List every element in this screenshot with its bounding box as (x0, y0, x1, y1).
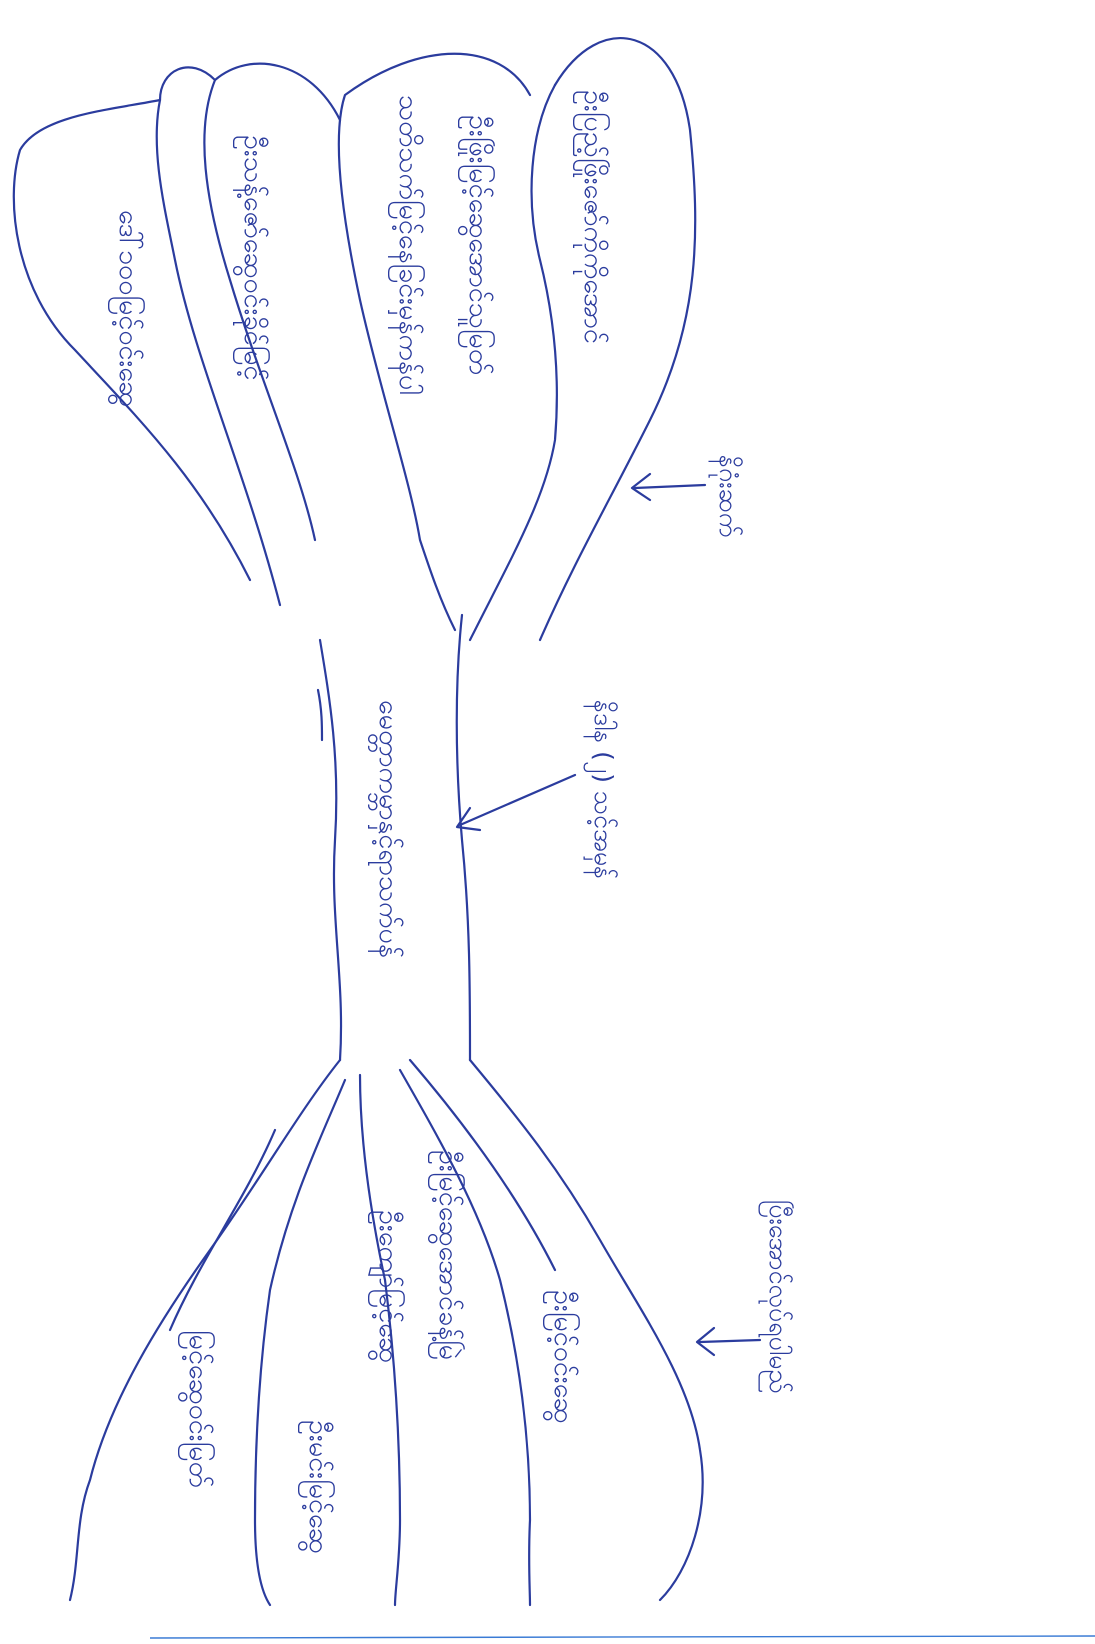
top-branch-outline-inner (468, 83, 558, 642)
top-branch-outline-3 (203, 62, 342, 542)
bottom-branch-divider-b (408, 1058, 557, 1272)
top-branches (12, 37, 697, 642)
top-branch-outline-4 (337, 52, 532, 632)
middle-side-label: နိဒါန (၂) သင့်အမှန် (583, 700, 618, 879)
top-branch-label-4: ဦးသန့်ဇော်ဆွေဝင်းခိုင်မြင့် (233, 135, 271, 381)
labels: ဦးပြည့်ဖြိုးဇော်ကိုကိုအောင် ဦးဖြိုးမြင့်… (108, 90, 794, 1554)
top-branch-outline-1 (12, 98, 252, 582)
top-branch-label-2: ဦးဖြိုးမြင့်ဆွေအောင်သူမြတ် (458, 115, 496, 375)
bottom-branches (68, 1058, 704, 1607)
top-arrow-shaft (633, 483, 707, 490)
scan-edge-line (149, 1635, 1095, 1639)
middle-arrow-shaft (458, 773, 577, 827)
bottom-branch-outline-5 (468, 1058, 704, 1602)
bottom-arrow-shaft (698, 1338, 762, 1344)
bottom-branch-label-4: ဦးကျော်မြင့်ဆွေ (368, 1210, 406, 1363)
bottom-branch-label-1: ဦးမြင့်ဝင်းဆွေ (543, 1290, 581, 1423)
bottom-branch-label-3: ဦးမင်းမြင့်ဆွေ (298, 1420, 336, 1554)
top-branch-label-1: ဦးပြည့်ဖြိုးဇော်ကိုကိုအောင် (573, 90, 611, 344)
top-branch-outline-2 (155, 66, 282, 607)
arrows (455, 472, 762, 1357)
bottom-branch-label-5: မြင့်ဆွေဝင်းမြတ် (178, 1330, 216, 1488)
trunk-label: မေတ္တာကမ္ဘာနှင့်ရာသက်ပန် (368, 700, 404, 958)
bottom-branch-outline-2 (253, 1078, 347, 1607)
trunk (316, 613, 472, 1062)
bottom-arrow-head (695, 1326, 716, 1357)
top-arrow-head (630, 472, 652, 502)
bottom-branch-outline-4 (398, 1068, 532, 1607)
bottom-branch-divider-a (168, 1128, 277, 1332)
bottom-side-label: ပြီးအောင်လုပ်ရပါမည် (759, 1200, 794, 1394)
bottom-branch-outline-1 (68, 1058, 342, 1602)
top-branch-label-3: သတိသက်မြင့်နေခြင်းမှန်ကန်ပါ (388, 95, 426, 395)
top-branch-label-5: ဒေါ်၁၀၀မြင့်ဝင်းဆွေ (108, 210, 146, 407)
bottom-branch-outline-3 (358, 1073, 402, 1607)
top-branch-outline-5 (538, 37, 697, 642)
top-side-label: နိဂုံးဆက် (709, 455, 743, 537)
trunk-right-edge (455, 613, 472, 1062)
trunk-left-edge (318, 638, 343, 1062)
middle-arrow-head (455, 806, 482, 832)
trunk-left-tick (316, 688, 324, 742)
bottom-branch-label-2: ဦးမြင့်ဆွေအောင်ခန့်မြဲ (428, 1150, 466, 1360)
